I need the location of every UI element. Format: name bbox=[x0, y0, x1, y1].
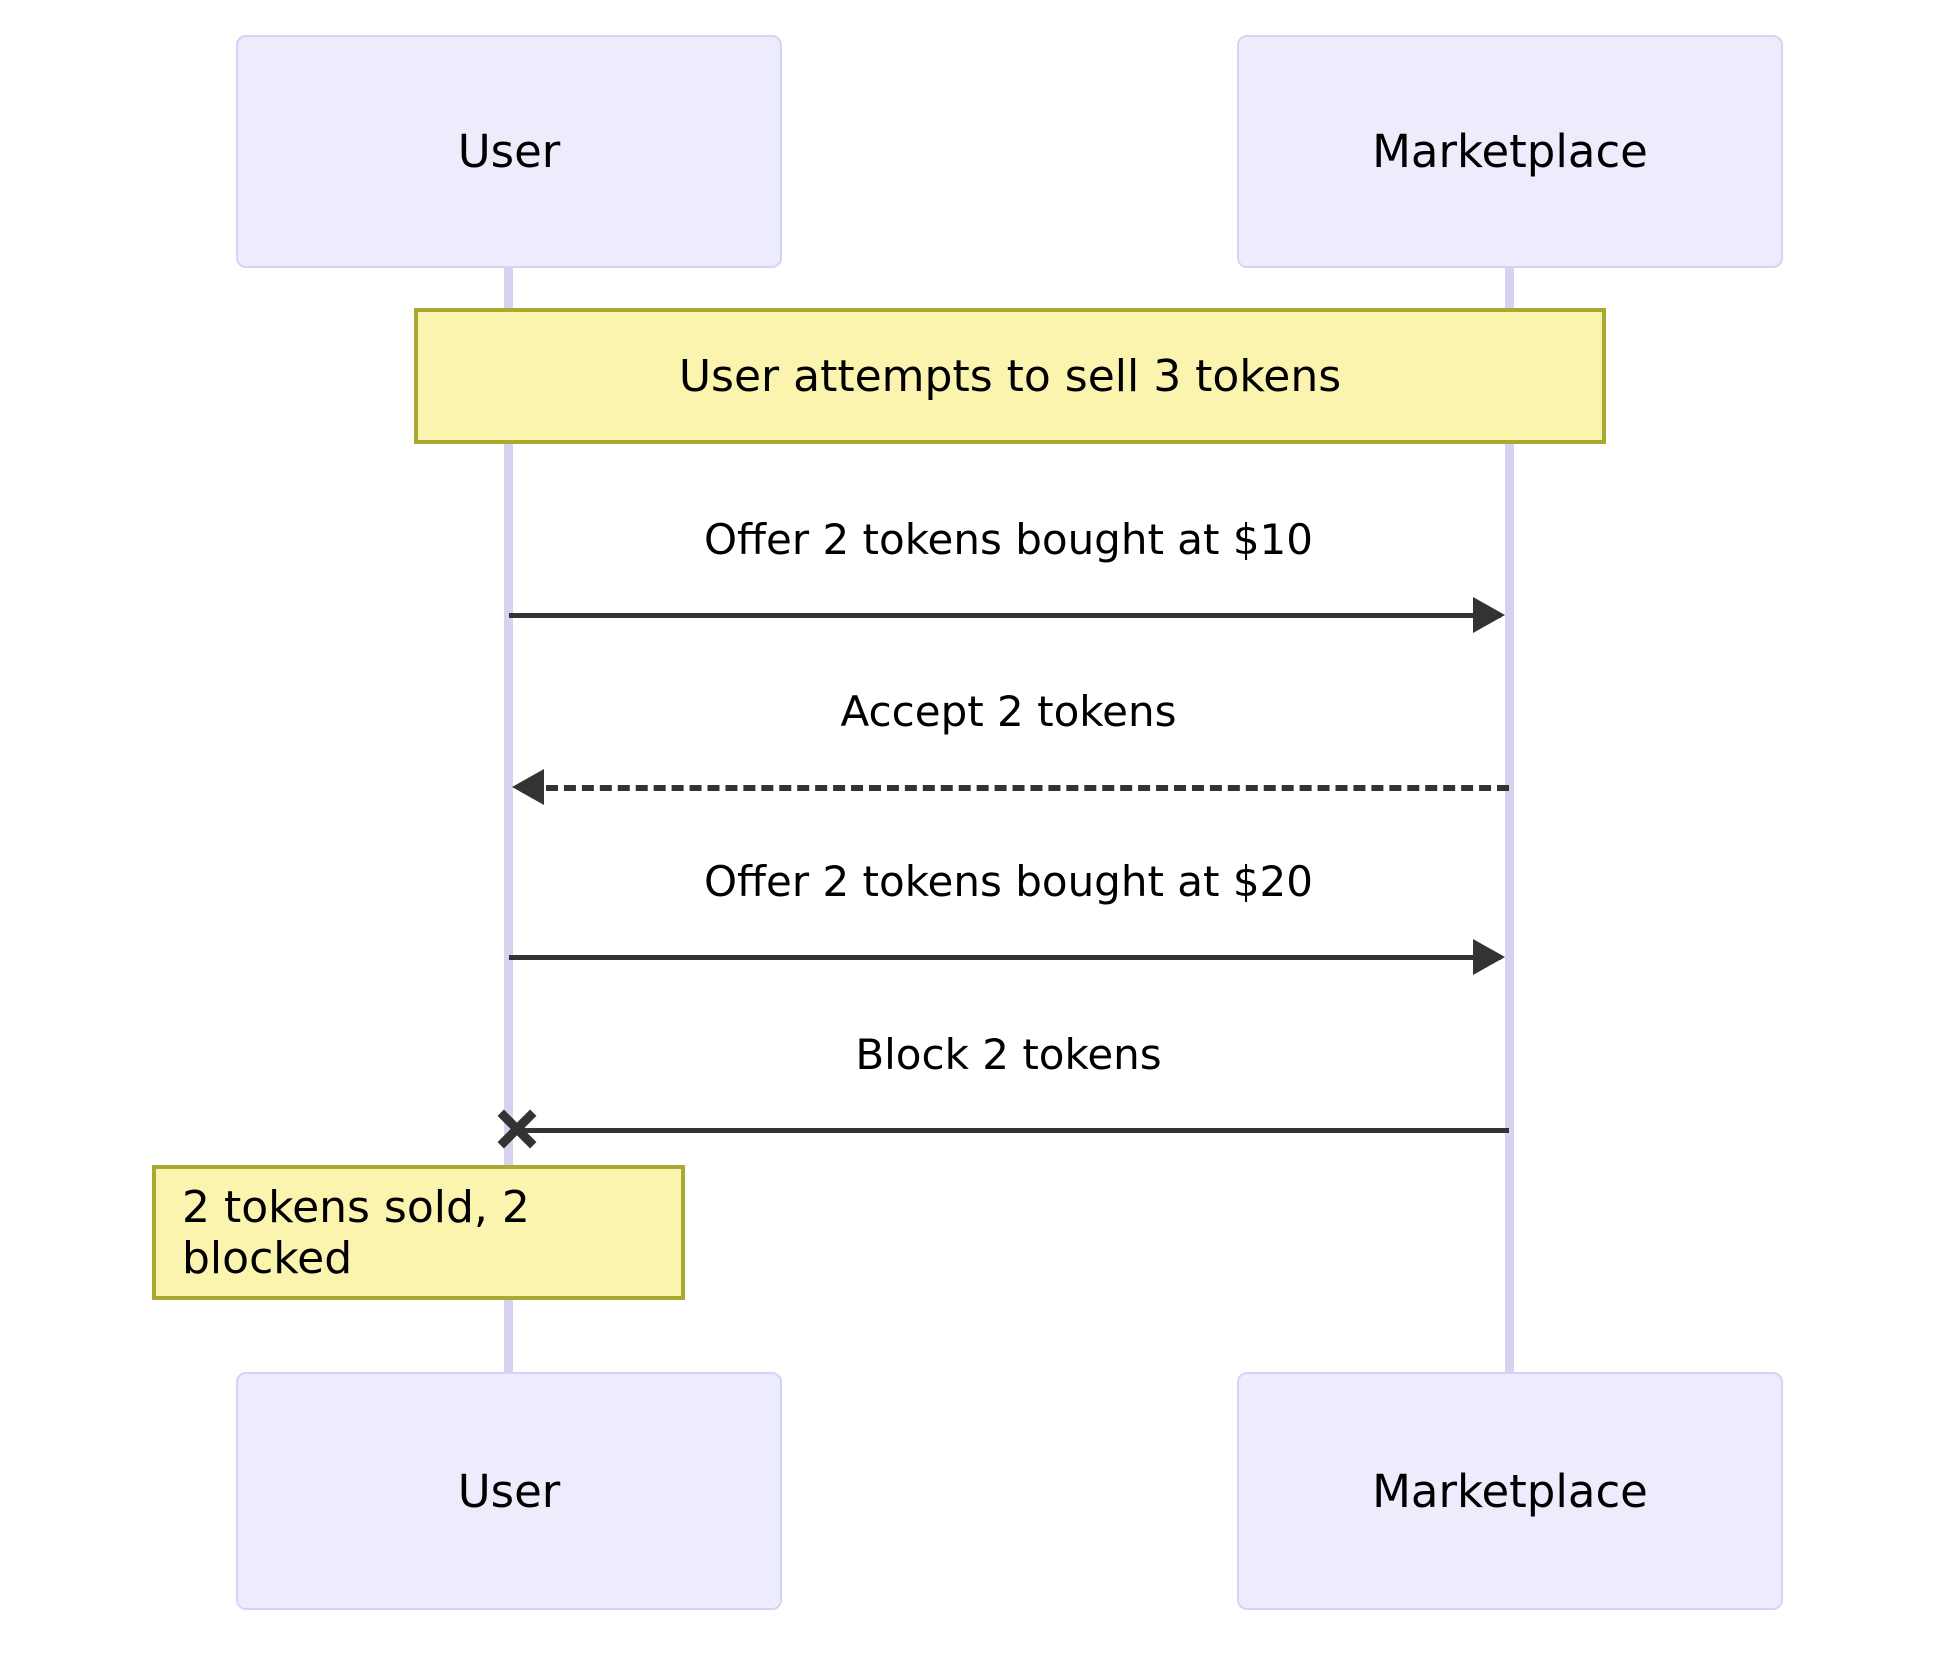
msg-accept-line bbox=[546, 785, 1509, 791]
actor-bottom-user[interactable]: User bbox=[236, 1372, 782, 1610]
actor-top-user[interactable]: User bbox=[236, 35, 782, 268]
msg-offer-20-arrowhead bbox=[1473, 939, 1505, 975]
msg-block-line bbox=[518, 1128, 1509, 1133]
note-sell-attempt: User attempts to sell 3 tokens bbox=[414, 308, 1606, 444]
msg-accept-arrowhead bbox=[512, 769, 544, 805]
msg-block-label: Block 2 tokens bbox=[855, 1030, 1162, 1079]
note-result-text: 2 tokens sold, 2 blocked bbox=[182, 1181, 530, 1284]
actor-bottom-user-label: User bbox=[457, 1464, 561, 1518]
actor-bottom-marketplace[interactable]: Marketplace bbox=[1237, 1372, 1783, 1610]
note-sell-attempt-text: User attempts to sell 3 tokens bbox=[678, 350, 1342, 402]
lifeline-user bbox=[504, 268, 513, 1376]
msg-offer-20-line bbox=[509, 955, 1501, 960]
actor-bottom-marketplace-label: Marketplace bbox=[1372, 1464, 1648, 1518]
actor-top-user-label: User bbox=[457, 125, 561, 178]
note-result: 2 tokens sold, 2 blocked bbox=[152, 1165, 685, 1300]
msg-offer-10-label: Offer 2 tokens bought at $10 bbox=[704, 515, 1313, 564]
msg-offer-20-label: Offer 2 tokens bought at $20 bbox=[704, 857, 1313, 906]
msg-block-cross-icon bbox=[494, 1106, 540, 1152]
msg-accept-label: Accept 2 tokens bbox=[840, 687, 1177, 736]
lifeline-marketplace bbox=[1505, 268, 1514, 1376]
actor-top-marketplace[interactable]: Marketplace bbox=[1237, 35, 1783, 268]
msg-offer-10-line bbox=[509, 613, 1501, 618]
msg-offer-10-arrowhead bbox=[1473, 597, 1505, 633]
actor-top-marketplace-label: Marketplace bbox=[1372, 125, 1648, 178]
